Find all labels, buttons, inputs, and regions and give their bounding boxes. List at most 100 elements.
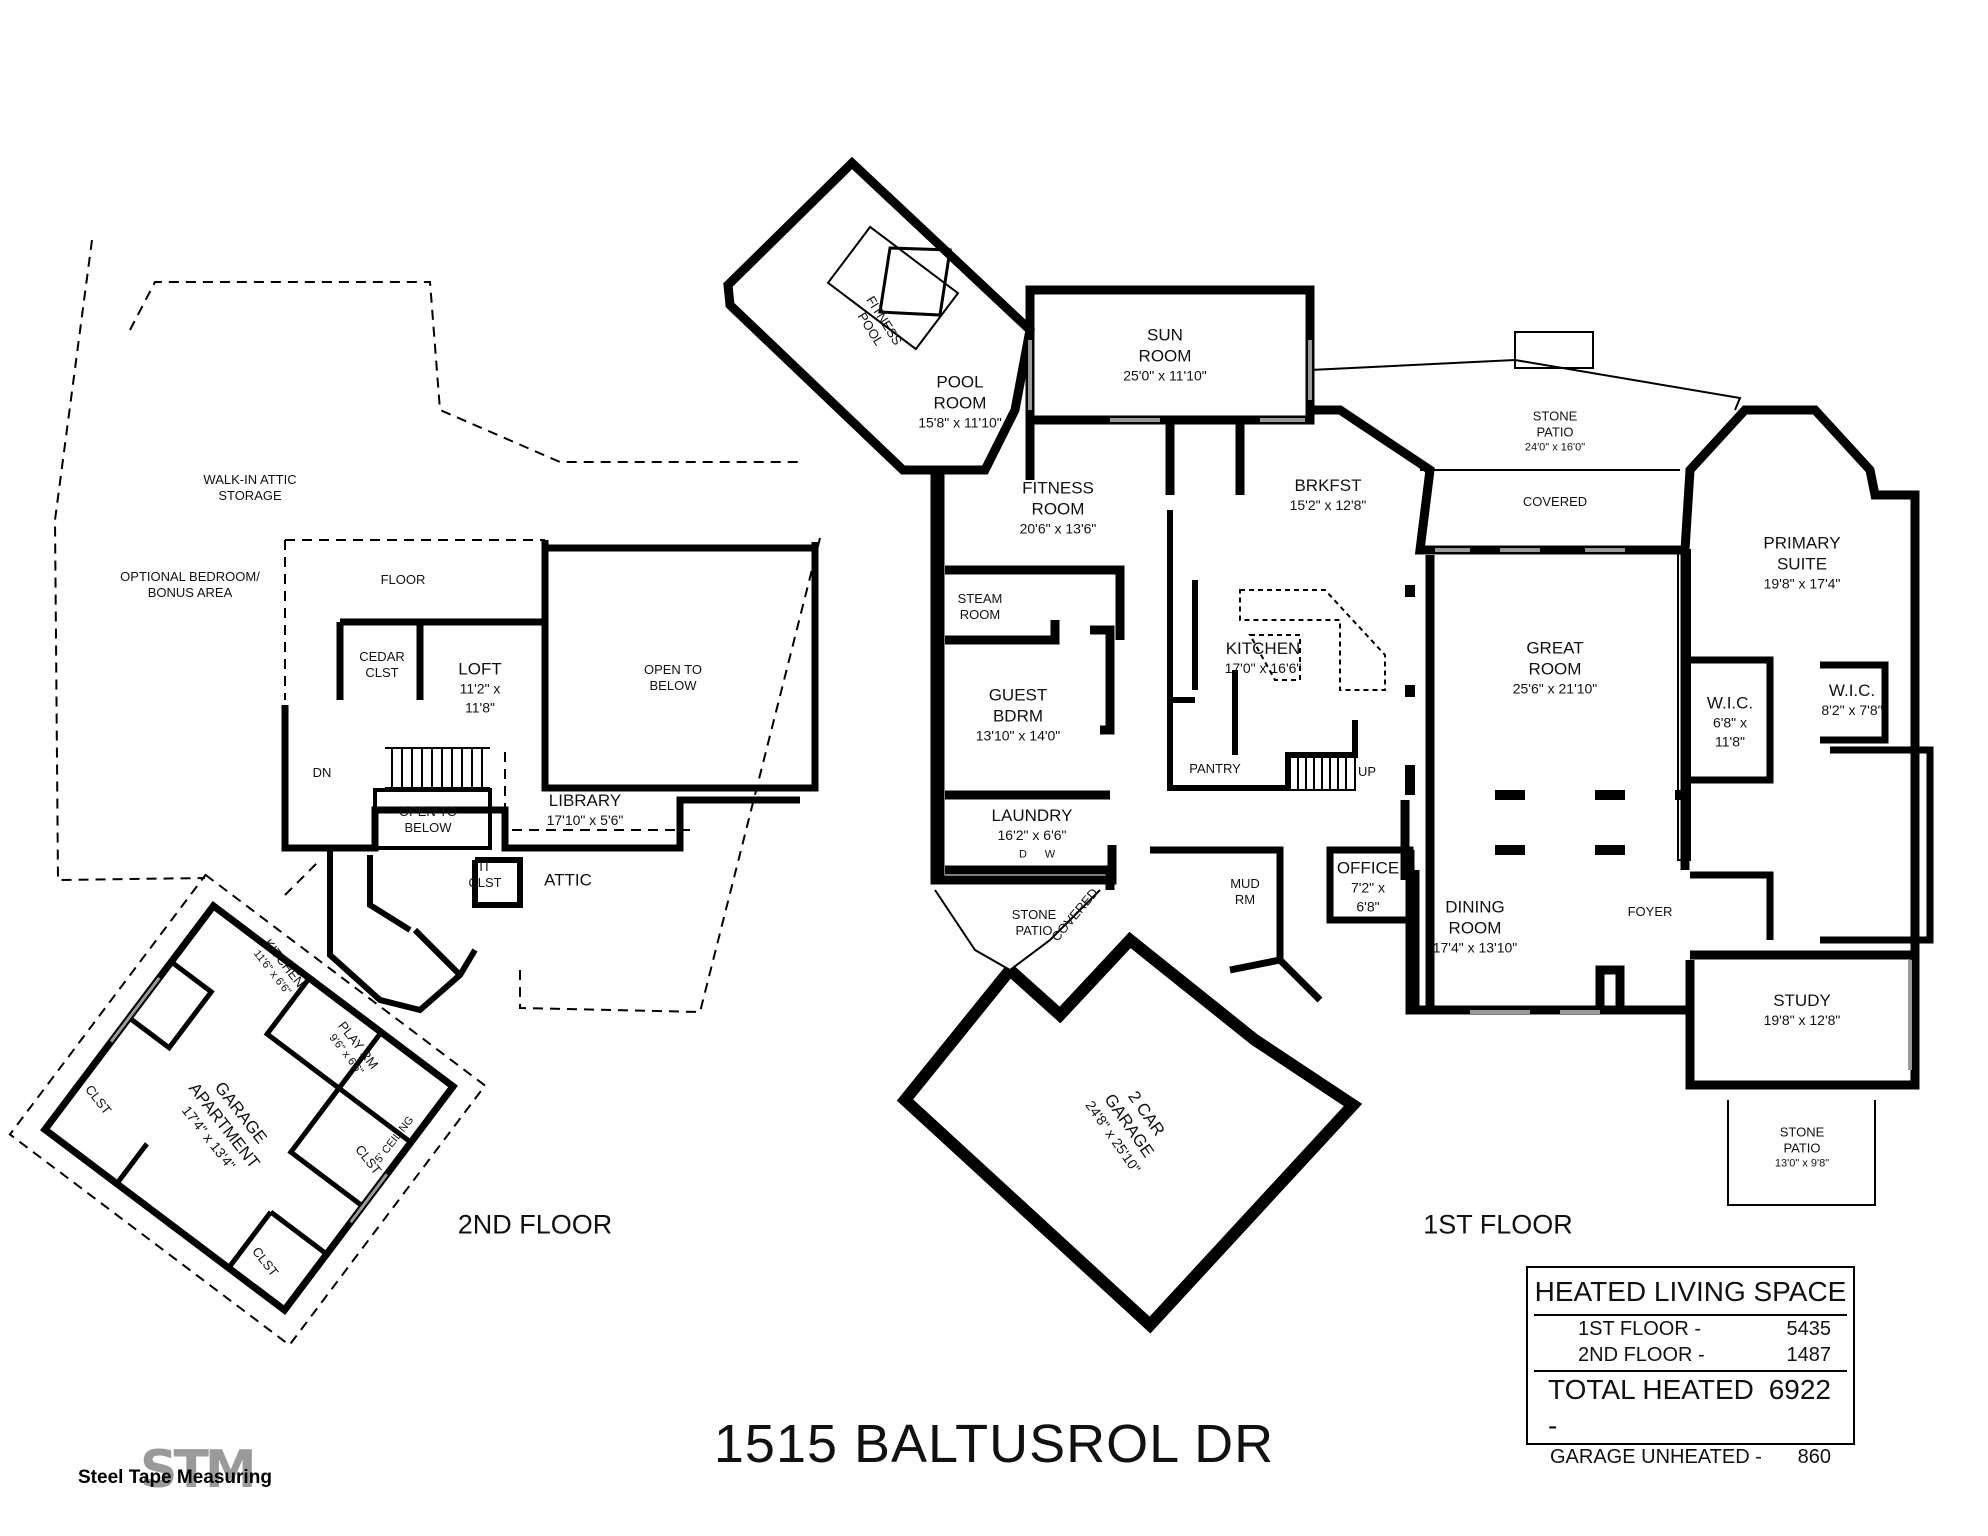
pantry-label: PANTRY (1189, 761, 1241, 777)
stone-patio-side-line2: PATIO (1015, 923, 1053, 938)
mud-rm-line1: MUD (1230, 876, 1260, 891)
loft-dims-2: 11'8" (465, 699, 495, 716)
first-floor-row: 1ST FLOOR - 5435 (1528, 1316, 1853, 1342)
total-row: TOTAL HEATED - 6922 (1528, 1372, 1853, 1444)
library-dims: 17'10" x 5'6" (546, 812, 624, 828)
second-floor-row-label: 2ND FLOOR - (1578, 1344, 1705, 1366)
kitchen-name: KITCHEN (1225, 639, 1301, 658)
windows (1028, 340, 1912, 1070)
up-text: UP (1357, 764, 1377, 779)
mud-rm-line2: RM (1234, 892, 1256, 907)
cedar-clst-line1: CEDAR (359, 649, 405, 664)
office-dims-2: 6'8" (1356, 898, 1380, 915)
wic-left-name: W.I.C. (1706, 693, 1754, 713)
cedar-clst-line2: CLST (365, 665, 399, 680)
office-dims-1: 7'2" x (1350, 879, 1386, 896)
stair-2f (385, 747, 490, 789)
brkfst-label: BRKFST 15'2" x 12'8" (1290, 475, 1367, 515)
stone-patio-rear-dims: 24'0" x 16'0" (1524, 441, 1586, 454)
mud-rm-label: MUD RM (1230, 876, 1260, 908)
garage-walls (896, 931, 1363, 1334)
side-patio (934, 889, 1101, 972)
office-label: OFFICE 7'2" x 6'8" (1337, 858, 1399, 917)
study-name: STUDY (1773, 991, 1831, 1010)
primary-suite-dims: 19'8" x 17'4" (1763, 575, 1841, 592)
open-to-below-small-line1: OPEN TO (398, 804, 458, 819)
fitness-room-label: FITNESS ROOM 20'6" x 13'6" (1020, 478, 1097, 539)
primary-suite-label: PRIMARY SUITE 19'8" x 17'4" (1763, 533, 1840, 594)
hall-2f-walls (327, 850, 523, 1014)
primary-suite-line1: PRIMARY (1763, 533, 1841, 553)
stone-patio-side-line1: STONE (1011, 907, 1057, 922)
laundry-label: LAUNDRY 16'2" x 6'6" (992, 805, 1073, 845)
fitness-room-line1: FITNESS (1022, 478, 1094, 498)
fitness-room-dims: 20'6" x 13'6" (1019, 520, 1097, 537)
floor-text: FLOOR (380, 572, 426, 587)
dining-room-label: DINING ROOM 17'4" x 13'10" (1433, 897, 1518, 958)
left-wing-walls (935, 470, 1125, 890)
walk-in-attic-line2: STORAGE (218, 488, 282, 503)
great-room-columns (1405, 585, 1685, 855)
stone-patio-front-label: STONE PATIO 13'0" x 9'8" (1775, 1125, 1829, 1172)
kitchen-walls (1167, 510, 1358, 791)
stone-patio-side-label: STONE PATIO (1012, 907, 1057, 939)
brkfst-dims: 15'2" x 12'8" (1289, 497, 1367, 513)
it-clst-line2: CLST (468, 875, 502, 890)
loft-name: LOFT (458, 659, 502, 679)
guest-bdrm-line2: BDRM (992, 706, 1044, 726)
attic-label: ATTIC (544, 870, 592, 891)
guest-bdrm-line1: GUEST (988, 685, 1048, 705)
table-divider (1534, 1314, 1847, 1316)
first-floor-row-value: 5435 (1786, 1318, 1832, 1340)
stone-patio-front-dims: 13'0" x 9'8" (1774, 1157, 1830, 1170)
dining-room-line1: DINING (1445, 897, 1505, 917)
sun-room-dims: 25'0" x 11'10" (1123, 367, 1207, 384)
great-room-line1: GREAT (1526, 638, 1584, 658)
open-to-below-small-line2: BELOW (404, 820, 452, 835)
great-room-line2: ROOM (1528, 659, 1582, 679)
walk-in-attic-line1: WALK-IN ATTIC (203, 472, 297, 487)
fitness-pool (878, 246, 952, 317)
primary-suite-line2: SUITE (1776, 554, 1828, 574)
open-to-below-small-box (373, 788, 492, 850)
second-floor-row-value: 1487 (1786, 1344, 1832, 1366)
steel-tape-measuring-logo: STM Steel Tape Measuring (78, 1444, 308, 1496)
pool-room-walls (723, 156, 1035, 475)
first-floor-row-label: 1ST FLOOR - (1578, 1318, 1701, 1340)
dining-room-line2: ROOM (1448, 918, 1502, 938)
covered-rear-text: COVERED (1522, 494, 1588, 509)
washer-text: W (1044, 848, 1056, 861)
sun-room-line1: SUN (1147, 325, 1183, 345)
study-dims: 19'8" x 12'8" (1763, 1012, 1841, 1028)
walk-in-attic-label: WALK-IN ATTIC STORAGE (203, 472, 296, 504)
garage-apartment-block (8, 873, 487, 1347)
dining-walls (1405, 850, 1625, 1015)
fitness-pool-rect (826, 225, 960, 351)
guest-bdrm-label: GUEST BDRM 13'10" x 14'0" (976, 685, 1061, 746)
study-walls (1690, 950, 1920, 1090)
stone-patio-rear-line2: PATIO (1536, 424, 1574, 440)
steam-room-line2: ROOM (959, 607, 1001, 622)
laundry-name: LAUNDRY (991, 806, 1073, 825)
wic-left-dims-1: 6'8" x (1712, 714, 1748, 731)
stone-patio-front-line2: PATIO (1783, 1140, 1821, 1156)
library-name: LIBRARY (548, 791, 622, 810)
dn-label: DN (313, 765, 332, 781)
island (1239, 589, 1386, 691)
second-floor-walls (281, 540, 819, 852)
dryer-label: D (1019, 848, 1027, 863)
brkfst-name: BRKFST (1294, 476, 1362, 495)
kitchen-label: KITCHEN 17'0" x 16'6" (1225, 638, 1302, 678)
garage-row-label: GARAGE UNHEATED - (1550, 1446, 1762, 1468)
wic-right-name: W.I.C. (1828, 681, 1876, 700)
steam-room-line1: STEAM (957, 591, 1003, 606)
wic-left-dims-2: 11'8" (1715, 733, 1745, 750)
sun-room-label: SUN ROOM 25'0" x 11'10" (1123, 325, 1207, 386)
stone-patio-rear-label: STONE PATIO 24'0" x 16'0" (1525, 409, 1585, 456)
heated-living-space-table: HEATED LIVING SPACE 1ST FLOOR - 5435 2ND… (1526, 1266, 1855, 1468)
pool-room-label: POOL ROOM 15'8" x 11'10" (918, 372, 1002, 433)
study-label: STUDY 19'8" x 12'8" (1764, 990, 1841, 1030)
it-clst-label: IT CLST (468, 859, 501, 891)
optional-bedroom-line2: BONUS AREA (147, 585, 233, 600)
